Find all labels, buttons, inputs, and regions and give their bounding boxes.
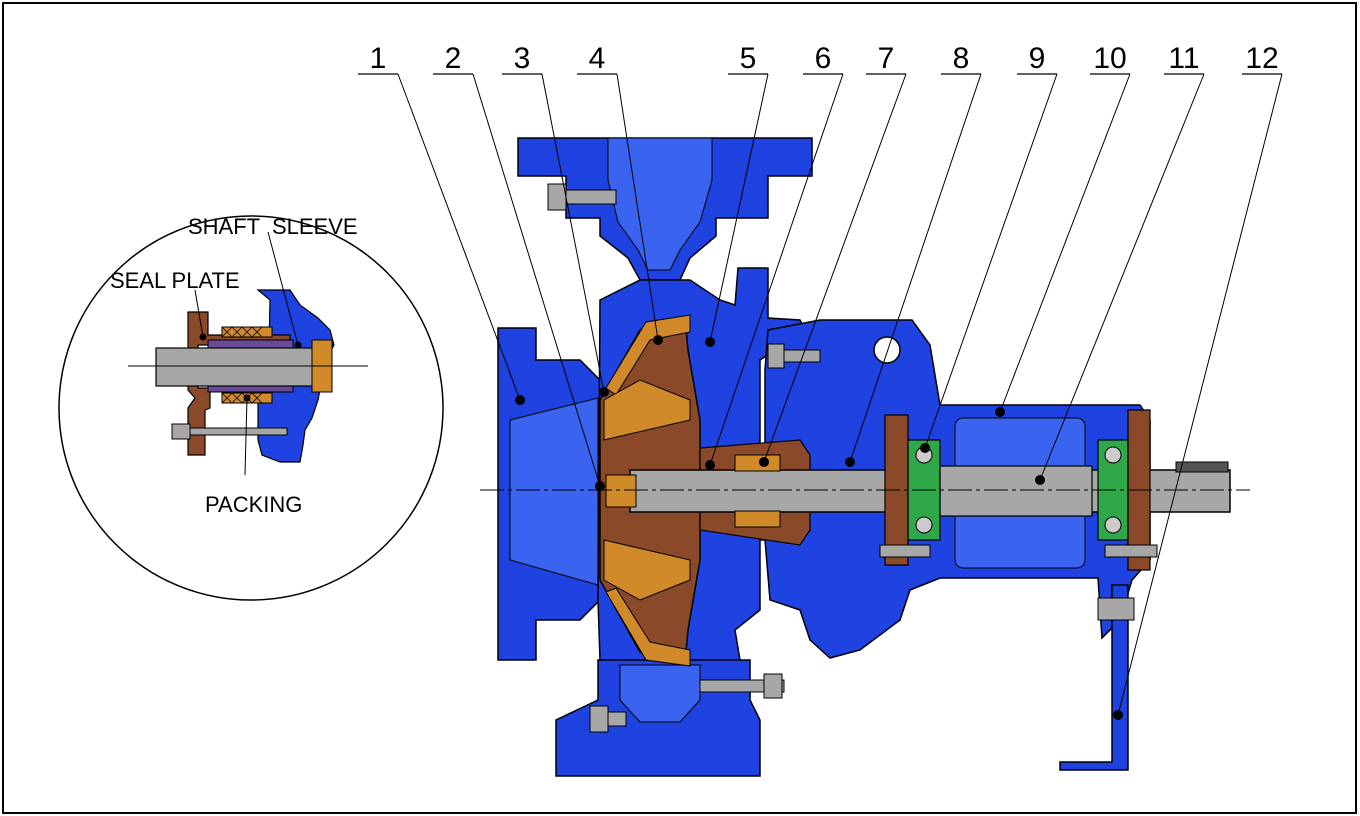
callout-number-12: 12 [1245,42,1278,75]
callout-leader-12 [1117,73,1283,716]
callout-leader-10 [999,73,1131,413]
impeller-shroud-bottom [605,587,691,667]
impeller-vane-bottom [603,539,691,601]
shaft-coupling-end [939,465,1093,517]
callout-number-8: 8 [953,42,970,75]
leader-seal-plate [194,289,204,338]
callout-number-11: 11 [1168,42,1199,75]
label-seal-plate: SEAL PLATE [110,268,240,293]
callout-number-6: 6 [815,42,832,75]
callout-dot-11 [1035,475,1045,485]
mechanical-seal-lower [734,510,781,528]
callout-number-10: 10 [1093,42,1126,75]
bearing-ball-4 [1104,516,1122,534]
leader-packing [244,397,248,476]
foot-passage [619,664,701,723]
detail-circle [58,215,444,601]
callout-dot-7 [759,457,769,467]
bolt-lower [699,679,785,693]
pump-assembly [480,137,1250,777]
impeller-nut [605,474,637,508]
bearing-ball-2 [915,516,933,534]
callout-leader-5 [709,73,769,343]
bearing-ball-3 [1104,446,1122,464]
callout-dot-10 [995,407,1005,417]
callout-leader-4 [616,73,659,341]
callout-leader-8 [849,73,982,463]
callout-dot-1 [515,395,525,405]
bolt-lower-nut [763,673,783,699]
suction-inlet [509,397,599,586]
bolt-bearing-inboard [879,544,931,558]
callout-leader-3 [541,73,605,393]
detail-shaft [155,347,329,387]
callout-dot-8 [845,457,855,467]
callout-dot-3 [599,387,609,397]
callout-number-3: 3 [514,42,531,75]
callout-leader-9 [924,73,1058,449]
lifting-eye [873,336,901,364]
shaft-key [1175,461,1229,473]
callout-dot-2 [595,481,605,491]
bolts [547,183,1158,733]
callout-leader-1 [397,73,521,401]
leader-dot-packing [243,394,251,402]
label-shaft-sleeve: SHAFT SLEEVE [188,214,358,239]
callout-dot-6 [705,460,715,470]
callout-number-2: 2 [445,42,462,75]
callout-dot-9 [920,443,930,453]
bolt-bracket-top-nut [767,343,785,369]
mechanical-seal [734,454,781,472]
callout-dot-12 [1113,710,1123,720]
discharge-passage [607,137,713,271]
callout-dot-5 [705,337,715,347]
bolt-support-foot [1097,597,1135,621]
callout-number-9: 9 [1029,42,1046,75]
leader-shaft-sleeve [267,231,299,346]
leader-dot-sleeve [294,341,302,349]
bolt-discharge-nut [547,183,567,211]
bolt-bearing-outboard [1104,544,1158,558]
callout-leader-11 [1039,73,1205,481]
callout-leader-6 [709,73,844,466]
packing-detail-view: SHAFT SLEEVE SEAL PLATE PACKING [58,214,444,601]
callout-number-7: 7 [878,42,895,75]
impeller-vane-top [603,379,691,441]
label-packing: PACKING [205,492,302,517]
callout-number-4: 4 [589,42,606,75]
detail-bolt-head [171,423,191,440]
callout-dot-4 [653,335,663,345]
callout-leader-7 [763,73,907,463]
leader-dot-seal-plate [199,333,207,341]
callout-number-5: 5 [740,42,757,75]
callout-leader-2 [472,73,601,487]
callout-number-1: 1 [370,42,387,75]
bolt-foot-nut [589,705,609,733]
